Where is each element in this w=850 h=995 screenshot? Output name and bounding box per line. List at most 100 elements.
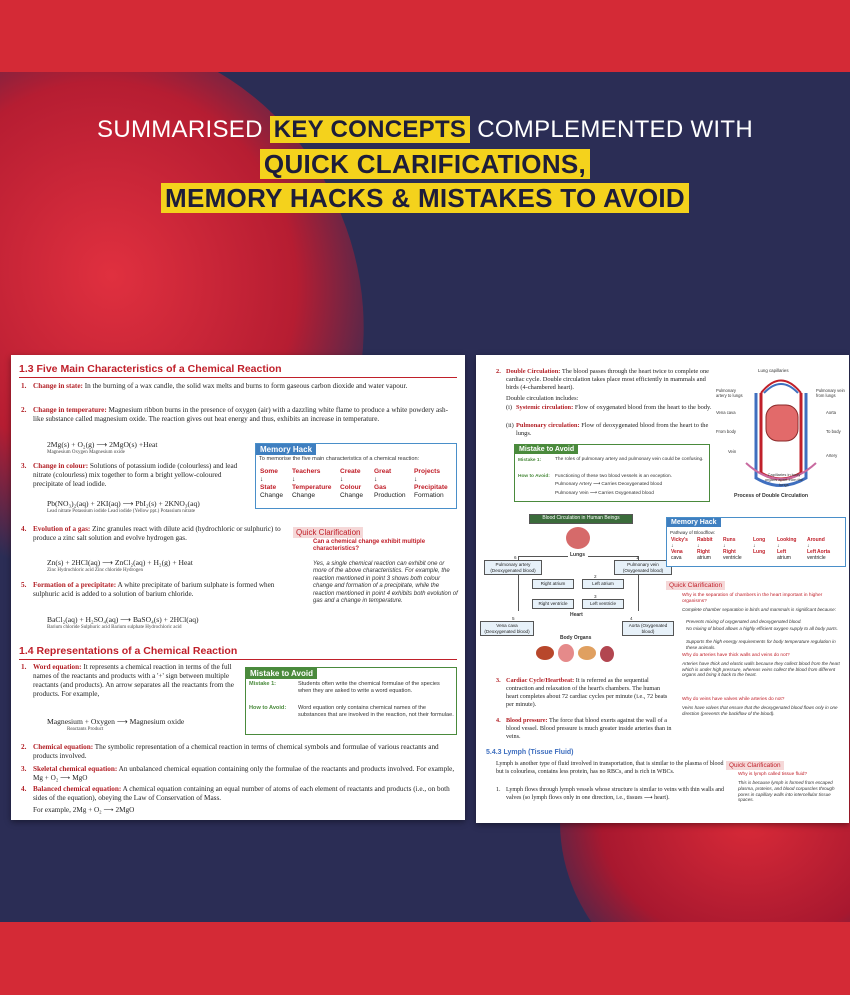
connector-line [518, 556, 519, 611]
item-text: The blood passes through the heart twice… [506, 368, 709, 392]
equation-labels: Zinc Hydrochloric acid Zinc chloride Hyd… [47, 568, 143, 573]
hack-word-first: Projects [414, 468, 441, 475]
diagram-label: Artery [826, 453, 838, 458]
word-equation: Magnesium + Oxygen ⟶ Magnesium oxide [47, 717, 185, 726]
item-text: A chemical equation containing an equal … [33, 785, 450, 802]
clarification-question: Why is lymph called tissue fluid? [738, 772, 808, 777]
clarification-answer: Veins have valves that ensure that the d… [682, 705, 838, 716]
headline-highlight: KEY CONCEPTS [269, 116, 471, 143]
hack-word-first: Runs [723, 537, 736, 543]
list-item: 2.Double Circulation: The blood passes t… [496, 368, 712, 393]
pulmonary-artery-box: Pulmonary artery (Deoxygenated blood) [484, 560, 542, 575]
hack-word-first: Rabbit [697, 537, 713, 543]
hack-word: Aorta [817, 549, 830, 555]
diagram-label: Capillaries in body organs apart from th… [764, 472, 804, 487]
right-atrium-box: Right atrium [532, 579, 574, 589]
item-number: 4. [496, 717, 501, 724]
section-heading: 1.3 Five Main Characteristics of a Chemi… [19, 363, 282, 375]
clarification-answer: Arteries have thick and elastic walls be… [682, 661, 840, 678]
memory-hack-title: Memory Hack [667, 518, 721, 527]
sub-item: (ii)Pulmonary circulation: Flow of deoxy… [506, 422, 712, 438]
clarification-question: Why do arteries have thick walls and vei… [682, 653, 790, 658]
list-item: 2.Change in temperature: Magnesium ribbo… [21, 406, 457, 424]
item-number: 3. [21, 765, 27, 773]
list-item: 4.Evolution of a gas: Zinc granules reac… [21, 525, 295, 543]
clarification-bullet: Supports the high energy requirements fo… [686, 639, 836, 650]
how-to-avoid-label: How to Avoid: [518, 474, 550, 479]
hack-word-first: Teachers [292, 468, 321, 475]
hack-word-second: Aorta [817, 549, 831, 555]
hack-word-third: ventricle [723, 555, 742, 561]
memory-hack-title: Memory Hack [256, 444, 317, 455]
hack-word-first: Looking [777, 537, 797, 543]
item-text: Lymph flows through lymph vessels whose … [506, 787, 724, 801]
clarification-question: Why do veins have valves while arteries … [682, 697, 785, 702]
top-red-band [0, 0, 850, 72]
lungs-icon [566, 527, 590, 549]
hack-word-first: Some [260, 468, 278, 475]
right-book-page: 2.Double Circulation: The blood passes t… [476, 355, 849, 823]
mistake-title: Mistake to Avoid [515, 445, 579, 454]
connector-line [638, 556, 639, 611]
bottom-red-band [0, 922, 850, 995]
mistake-text: Students often write the chemical formul… [298, 681, 440, 694]
mistake-to-avoid-box: Mistake to Avoid Mistake 1: The roles of… [514, 444, 710, 502]
left-ventricle-box: Left ventricle [582, 599, 624, 609]
hack-word-second: Gas [374, 484, 387, 491]
section-heading: 1.4 Representations of a Chemical Reacti… [19, 645, 238, 657]
clarification-answer: Complete chamber separation in birds and… [682, 607, 836, 612]
hack-word: Long↓Lung [753, 537, 766, 555]
memory-hack-box: Memory Hack To memorise the five main ch… [255, 443, 457, 509]
clarification-answer: Yes, a single chemical reaction can exhi… [313, 561, 458, 605]
diagram-label: To body [826, 429, 841, 434]
mistake-to-avoid-box: Mistake to Avoid Mistake 1: Students oft… [245, 667, 457, 735]
item-text: Double circulation includes: [506, 395, 579, 402]
item-title: Cardiac Cycle/Heartbeat: [506, 677, 575, 684]
intestine-icon [578, 646, 596, 660]
item-text: Solutions of potassium iodide (colourles… [33, 462, 238, 488]
step-number: 3 [594, 594, 597, 599]
item-text: The symbolic representation of a chemica… [33, 743, 439, 760]
divider [19, 659, 457, 660]
item-number: 5. [21, 581, 27, 589]
headline-line-2: QUICK CLARIFICATIONS, [259, 149, 591, 179]
step-number: 5 [512, 616, 515, 621]
vena-cava-box: Vena cava (Deoxygenated blood) [480, 621, 534, 636]
hack-word-second: Precipitate [414, 484, 448, 491]
equation: Pb(NO₃)₂(aq) + 2KI(aq) ⟶ PbI₂(s) + 2KNO₃… [47, 499, 200, 508]
item-number: 2. [21, 406, 27, 414]
item-title: Balanced chemical equation: [33, 785, 122, 793]
clarification-question: Why is the separation of chambers in the… [682, 593, 823, 604]
hack-word-second: Right [723, 549, 736, 555]
hack-word-third: Change [340, 492, 364, 499]
hack-word-first: Vicky's [671, 537, 688, 543]
item-number: 3. [21, 462, 27, 470]
left-book-page: 1.3 Five Main Characteristics of a Chemi… [11, 355, 465, 820]
diagram-title: Process of Double Circulation [734, 493, 809, 499]
pulmonary-vein-box: Pulmonary vein (Oxygenated blood) [614, 560, 672, 575]
mistake-title: Mistake to Avoid [246, 668, 317, 679]
aorta-box: Aorta (Oxygenated blood) [622, 621, 674, 636]
equation: 2Mg(s) + O₂(g) ⟶ 2MgO(s) +Heat [47, 440, 158, 449]
hack-word-second: Temperature [292, 484, 332, 491]
diagram-label: From body [716, 429, 737, 434]
item-text: The force that blood exerts against the … [506, 717, 672, 740]
item-title: Formation of a precipitate: [33, 581, 117, 589]
headline-line-3: MEMORY HACKS & MISTAKES TO AVOID [160, 183, 689, 213]
example-text: For example, 2Mg + O₂ ⟶ 2MgO [33, 806, 135, 814]
item-title: Evolution of a gas: [33, 525, 91, 533]
sub-item-title: Systemic circulation: [516, 404, 574, 411]
how-to-avoid-text: Word equation only contains chemical nam… [298, 705, 454, 718]
how-to-avoid-label: How to Avoid: [249, 705, 287, 711]
how-to-avoid-text: Functioning of these two blood vessels i… [555, 474, 673, 479]
hack-word-third: atrium [777, 555, 791, 561]
how-to-avoid-text: Pulmonary Vein ⟶ Carries Oxygenated bloo… [555, 491, 654, 496]
hack-word-first: Around [807, 537, 825, 543]
item-number: 1. [496, 787, 501, 793]
